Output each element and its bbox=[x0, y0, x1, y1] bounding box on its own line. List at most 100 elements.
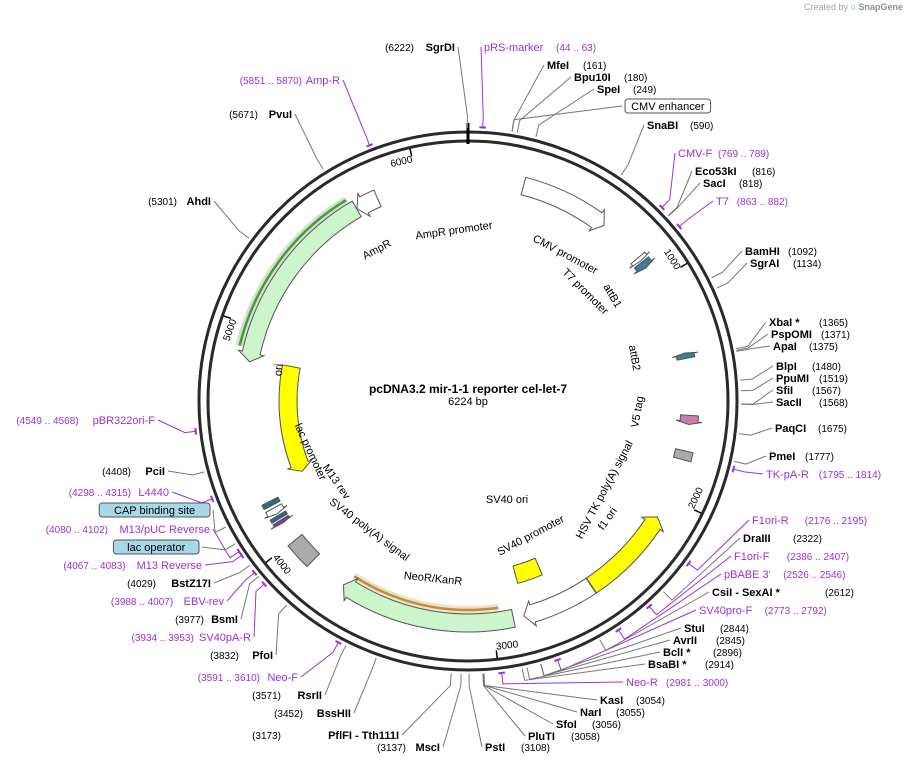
annotation-name: MscI bbox=[416, 742, 440, 754]
annotation-name: SV40pro-F bbox=[699, 605, 752, 617]
annotation-coordinate: (1092) bbox=[788, 247, 817, 258]
primer-mark-neo-f bbox=[335, 639, 342, 645]
primer-neo-r: Neo-R(2981 .. 3000) bbox=[626, 677, 728, 689]
primer-mark-neo-r bbox=[498, 671, 506, 675]
primer-sv40pa-r: SV40pA-R(3934 .. 3953) bbox=[132, 632, 252, 644]
feature-label-neor-kanr: NeoR/KanR bbox=[403, 570, 463, 588]
feature-label-v5-tag: V5 tag bbox=[629, 395, 646, 428]
primer-pbr322ori-f: pBR322ori-F (4549 .. 4568) bbox=[16, 415, 155, 427]
annotation-coordinate: (44 .. 63) bbox=[556, 43, 596, 54]
annotation-coordinate: (5671) bbox=[229, 110, 258, 121]
annotation-coordinate: (3108) bbox=[521, 743, 550, 754]
enzyme-pcii: PciI(4408) bbox=[102, 466, 165, 478]
feature-t7-promoter bbox=[629, 251, 650, 269]
enzyme-sacii: SacII(1568) bbox=[776, 397, 848, 409]
annotation-name: MfeI bbox=[547, 60, 569, 72]
backbone bbox=[197, 123, 739, 672]
enzyme-paqci: PaqCI(1675) bbox=[775, 423, 847, 435]
annotation-coordinate: (1519) bbox=[819, 374, 848, 385]
leader-prs-marker bbox=[480, 46, 484, 129]
feature-lac-operator bbox=[269, 510, 289, 525]
enzyme-pmei: PmeI(1777) bbox=[769, 451, 834, 463]
leader-kasi bbox=[483, 673, 598, 701]
annotation-coordinate: (5301) bbox=[148, 197, 177, 208]
feature-ampr bbox=[237, 200, 362, 363]
primer-f1ori-r: F1ori-R(2176 .. 2195) bbox=[752, 515, 867, 527]
leader-eco53ki bbox=[667, 170, 693, 216]
annotation-name: BclI * bbox=[663, 647, 691, 659]
enzyme-bamhi: BamHI(1092) bbox=[745, 246, 817, 258]
enzyme-rsrii: RsrII(3571) bbox=[252, 690, 322, 702]
primer-mark-tk-pa-r bbox=[731, 465, 736, 473]
annotation-name: L4440 bbox=[138, 487, 169, 499]
feature-label-ori: ori bbox=[272, 363, 285, 376]
leader-pmei bbox=[734, 455, 767, 465]
annotation-name: PvuI bbox=[269, 109, 292, 121]
annotation-coordinate: (3452) bbox=[274, 709, 303, 720]
annotation-name: SgrAI bbox=[750, 258, 779, 270]
annotation-name: F1ori-F bbox=[734, 551, 770, 563]
enzyme-sfii: SfiI(1567) bbox=[776, 385, 841, 397]
feature-layer bbox=[235, 176, 703, 633]
annotation-name: PspOMI bbox=[771, 329, 812, 341]
feature-highlight-neor-kanr bbox=[353, 575, 499, 612]
tick-label-2000: 2000 bbox=[687, 485, 707, 510]
annotation-name: PstI bbox=[485, 742, 505, 754]
leader-cmv-f bbox=[660, 152, 676, 209]
annotation-name: ApaI bbox=[773, 341, 797, 353]
leader-spei bbox=[535, 88, 595, 137]
annotation-name: CAP binding site bbox=[114, 505, 195, 517]
annotation-coordinate: (4067 .. 4083) bbox=[63, 561, 125, 572]
snapgene-credit: Created by ○ SnapGene bbox=[804, 2, 903, 12]
annotation-box bbox=[98, 502, 211, 518]
annotation-name: SfiI bbox=[776, 385, 793, 397]
enzyme-pflfi-tth111i: PflFI - Tth111I(3173) bbox=[252, 730, 399, 742]
annotation-coordinate: (4029) bbox=[127, 579, 156, 590]
primer-neo-f: Neo-F(3591 .. 3610) bbox=[198, 672, 299, 684]
primer-mark-pbabe-3 bbox=[615, 627, 622, 633]
feature-cmv-promoter bbox=[520, 176, 605, 232]
annotation-name: PmeI bbox=[769, 451, 795, 463]
annotation-name: CMV-F bbox=[678, 148, 713, 160]
annotation-name: BsmI bbox=[211, 614, 238, 626]
annotation-name: M13 Reverse bbox=[137, 560, 202, 572]
annotation-coordinate: (3591 .. 3610) bbox=[198, 673, 260, 684]
leader-bsshii bbox=[353, 657, 377, 714]
leader-xbai bbox=[735, 321, 767, 350]
leader-cap-binding-site bbox=[212, 509, 227, 534]
annotation-name: SnaBI bbox=[647, 120, 678, 132]
leader-f1ori-f bbox=[648, 555, 732, 616]
annotation-name: SpeI bbox=[597, 84, 620, 96]
primer-m13-reverse: M13 Reverse (4067 .. 4083) bbox=[63, 560, 202, 572]
annotation-coordinate: (1375) bbox=[809, 342, 838, 353]
primer-mark-ebv-rev bbox=[251, 569, 258, 576]
annotation-name: T7 bbox=[716, 196, 729, 208]
enzyme-pvui: PvuI (5671) bbox=[229, 109, 292, 121]
leader-neo-f bbox=[300, 641, 340, 678]
leader-pcii bbox=[167, 470, 205, 476]
annotation-coordinate: (3137) bbox=[377, 743, 406, 754]
annotation-coordinate: (2612) bbox=[825, 588, 854, 599]
enzyme-ppumi: PpuMI(1519) bbox=[776, 373, 848, 385]
annotation-name: pBR322ori-F bbox=[93, 415, 156, 427]
annotation-coordinate: (2981 .. 3000) bbox=[666, 678, 728, 689]
primer-mark-sv40pro-f bbox=[554, 657, 562, 662]
feature-attb2 bbox=[672, 351, 698, 361]
leader-cmv-enhancer bbox=[511, 105, 623, 132]
annotation-coordinate: (2526 .. 2546) bbox=[783, 570, 845, 581]
annotation-layer: SgrDI(6222)pRS-marker(44 .. 63)MfeI(161)… bbox=[16, 42, 881, 754]
annotation-coordinate: (818) bbox=[739, 179, 762, 190]
plasmid-name: pcDNA3.2 mir-1-1 reporter cel-let-7 bbox=[369, 382, 567, 396]
enzyme-pluti: PluTI(3058) bbox=[528, 731, 600, 743]
plasmid-length: 6224 bp bbox=[448, 396, 488, 408]
leader-pvui bbox=[294, 113, 324, 170]
annotation-coordinate: (2386 .. 2407) bbox=[787, 552, 849, 563]
enzyme-eco53ki: Eco53kI(816) bbox=[695, 166, 775, 178]
enzyme-sgrai: SgrAI(1134) bbox=[750, 258, 821, 270]
annotation-coordinate: (3055) bbox=[616, 708, 645, 719]
annotation-coordinate: (4549 .. 4568) bbox=[16, 416, 78, 427]
brand-name: SnapGene bbox=[858, 2, 903, 12]
leader-apai bbox=[736, 345, 771, 352]
leader-pluti bbox=[482, 673, 526, 737]
annotation-name: SgrDI bbox=[426, 42, 455, 54]
